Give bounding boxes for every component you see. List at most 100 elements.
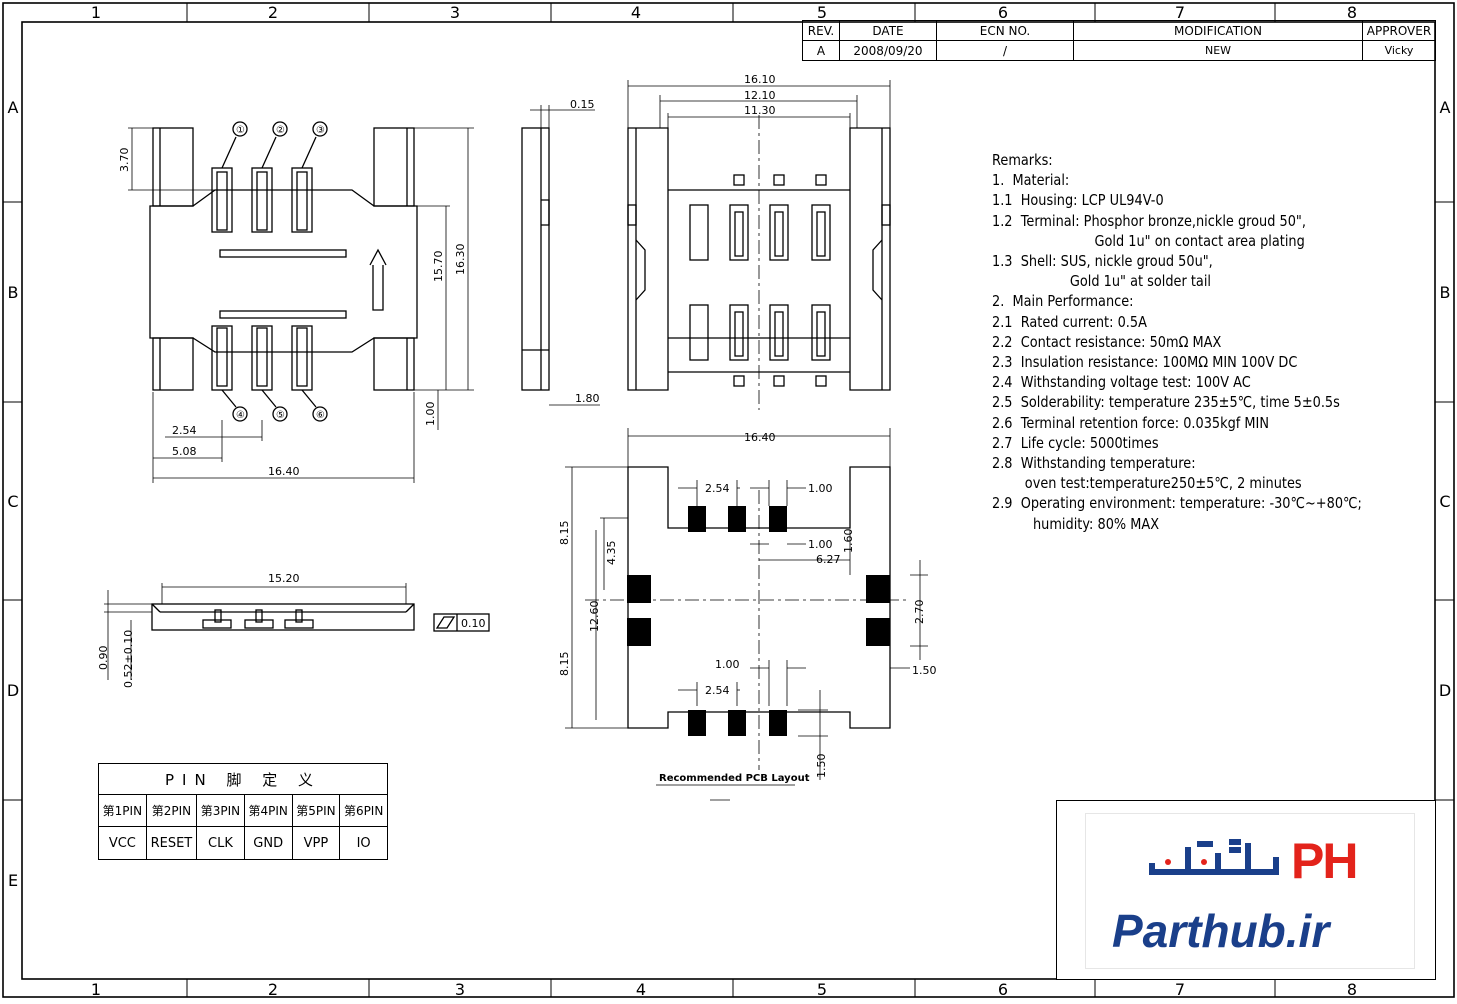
remark-line: 1.3 Shell: SUS, nickle groud 50u", — [992, 252, 1213, 271]
col-label-top: 6 — [998, 3, 1008, 22]
pin-signal: GND — [243, 826, 293, 860]
col-label-top: 4 — [631, 3, 641, 22]
right-view — [627, 127, 891, 391]
pin-signal: RESET — [145, 826, 198, 860]
pin-marker-2: ② — [276, 125, 285, 136]
dim-text: 1.60 — [842, 529, 855, 554]
pin-marker-4: ④ — [236, 410, 245, 421]
pcb-pad — [688, 710, 706, 736]
row-label-left: B — [8, 283, 19, 302]
logo-brand: PH — [1291, 833, 1358, 889]
remark-line: 2.4 Withstanding voltage test: 100V AC — [992, 373, 1251, 392]
pcb-dims — [565, 428, 928, 801]
col-label-bottom: 6 — [998, 980, 1008, 999]
dim-text: 8.15 — [558, 652, 571, 677]
dim-text: 1.00 — [808, 482, 833, 495]
pcb-caption: Recommended PCB Layout — [659, 773, 810, 784]
dim-text: 1.00 — [808, 538, 833, 551]
top-view-text: ① ② ③ ④ ⑤ ⑥ 16.40 5.08 2.54 3.70 15.70 1… — [118, 125, 467, 478]
inner-border — [21, 21, 1436, 980]
remark-line: 2.1 Rated current: 0.5A — [992, 312, 1147, 331]
pin-marker-5: ⑤ — [276, 410, 285, 421]
col-label-top: 7 — [1175, 3, 1185, 22]
dim-text: 8.15 — [558, 521, 571, 546]
remark-line: 2. Main Performance: — [992, 292, 1134, 311]
col-label-bottom: 1 — [91, 980, 101, 999]
pin-signal: VPP — [291, 826, 341, 860]
remark-line: 2.5 Solderability: temperature 235±5℃, t… — [992, 393, 1340, 412]
pin-number: 第5PIN — [291, 794, 341, 827]
row-label-left: C — [7, 492, 18, 511]
pin-signal: IO — [339, 826, 388, 860]
dim-text: 0.90 — [97, 646, 110, 671]
pin-number: 第1PIN — [98, 794, 147, 827]
logo-box: PH Parthub.ir — [1056, 800, 1436, 980]
modification-value: NEW — [1073, 40, 1363, 61]
row-label-right: A — [1440, 98, 1451, 117]
remark-line: Gold 1u" on contact area plating — [992, 231, 1305, 250]
pcb-pad — [728, 506, 746, 532]
dim-text: 1.00 — [424, 402, 437, 427]
remark-line: humidity: 80% MAX — [992, 514, 1160, 533]
remark-line: Remarks: — [992, 151, 1053, 169]
remark-line: 2.9 Operating environment: temperature: … — [992, 494, 1362, 513]
dim-text: 15.70 — [432, 251, 445, 283]
row-label-right: B — [1440, 283, 1451, 302]
top-view — [149, 121, 418, 422]
pin-signal-row: VCC RESET CLK GND VPP IO — [98, 826, 388, 860]
dim-text: 16.10 — [744, 73, 776, 86]
dim-text: 16.40 — [268, 465, 300, 478]
dim-text: 2.70 — [913, 600, 926, 625]
pin-signal: CLK — [196, 826, 245, 860]
col-label-bottom: 4 — [636, 980, 646, 999]
pin-number-row: 第1PIN 第2PIN 第3PIN 第4PIN 第5PIN 第6PIN — [98, 794, 388, 827]
date-header: DATE — [839, 20, 937, 41]
pin-marker-3: ③ — [316, 125, 325, 136]
dim-text: 2.54 — [172, 424, 197, 437]
row-label-right: C — [1439, 492, 1450, 511]
pin-number: 第3PIN — [196, 794, 245, 827]
col-label-bottom: 2 — [268, 980, 278, 999]
remark-line: oven test:temperature250±5℃, 2 minutes — [992, 474, 1302, 493]
remark-line: 2.3 Insulation resistance: 100MΩ MIN 100… — [992, 353, 1298, 372]
revision-header-row: REV. DATE ECN NO. MODIFICATION APPROVER — [802, 20, 1436, 41]
pin-table-title: PIN 脚 定 义 — [98, 763, 388, 795]
pcb-pad — [627, 618, 651, 646]
right-view-dims — [627, 80, 891, 128]
pcb-pad — [866, 575, 890, 603]
dim-text: 12.10 — [744, 89, 776, 102]
dim-text: 16.40 — [744, 431, 776, 444]
ecn-header: ECN NO. — [936, 20, 1074, 41]
remark-line: 1.2 Terminal: Phosphor bronze,nickle gro… — [992, 211, 1306, 230]
col-label-bottom: 7 — [1175, 980, 1185, 999]
pcb-pad — [728, 710, 746, 736]
col-label-top: 8 — [1347, 3, 1357, 22]
side-view-text: 0.15 1.80 — [570, 98, 600, 405]
pcb-centerlines — [585, 490, 910, 770]
rev-value: A — [802, 40, 840, 61]
dim-text: 2.54 — [705, 684, 730, 697]
date-value: 2008/09/20 — [839, 40, 937, 61]
pcb-pads — [627, 506, 890, 736]
logo: PH Parthub.ir — [1085, 813, 1415, 969]
dim-text: 3.70 — [118, 148, 131, 173]
pin-number: 第6PIN — [339, 794, 388, 827]
pin-number: 第4PIN — [243, 794, 293, 827]
side-view — [521, 127, 550, 391]
dim-text: 0.52±0.10 — [122, 630, 135, 688]
revision-table: REV. DATE ECN NO. MODIFICATION APPROVER … — [802, 20, 1436, 61]
side-view-dims — [530, 105, 600, 406]
col-label-top: 1 — [91, 3, 101, 22]
pcb-pad — [688, 506, 706, 532]
remarks-block: Remarks: 1. Material: 1.1 Housing: LCP U… — [992, 150, 1370, 534]
remark-line: Gold 1u" at solder tail — [992, 272, 1212, 291]
dim-text: 1.50 — [815, 754, 828, 779]
right-view-text: 16.10 12.10 11.30 — [744, 73, 776, 117]
col-label-top: 5 — [817, 3, 827, 22]
dim-text: 11.30 — [744, 104, 776, 117]
dim-text: 16.30 — [454, 244, 467, 276]
dim-text: 12.60 — [588, 601, 601, 633]
revision-row: A 2008/09/20 / NEW Vicky — [802, 40, 1436, 61]
